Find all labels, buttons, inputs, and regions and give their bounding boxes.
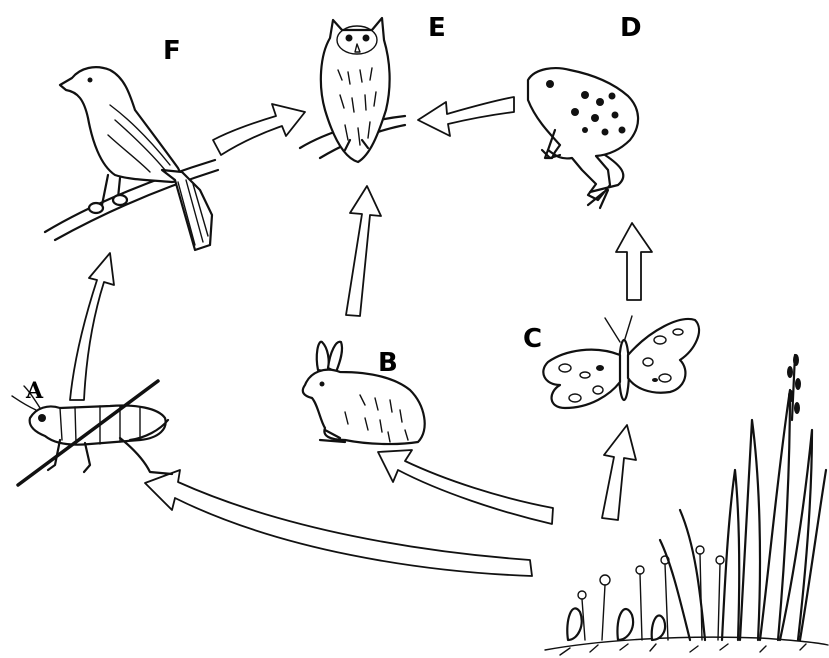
arrow-b-to-e <box>346 186 381 316</box>
butterfly-c-icon <box>543 316 699 408</box>
label-e: E <box>428 13 446 43</box>
bird-f-icon <box>45 67 218 250</box>
rabbit-b-icon <box>303 342 425 444</box>
label-f: F <box>163 36 181 66</box>
frog-d-icon <box>528 68 638 208</box>
arrow-c-to-d <box>616 223 652 300</box>
arrow-plants-to-c <box>602 425 636 520</box>
label-d: D <box>620 13 642 43</box>
arrow-a-to-f <box>70 253 114 400</box>
owl-e-icon <box>300 18 405 162</box>
arrow-plants-to-a <box>145 470 532 576</box>
arrow-plants-to-b <box>378 450 553 524</box>
label-a: A <box>25 378 44 404</box>
arrow-d-to-e <box>418 97 514 136</box>
label-c: C <box>523 324 542 354</box>
label-b: B <box>378 348 398 378</box>
arrow-f-to-e <box>213 104 305 155</box>
